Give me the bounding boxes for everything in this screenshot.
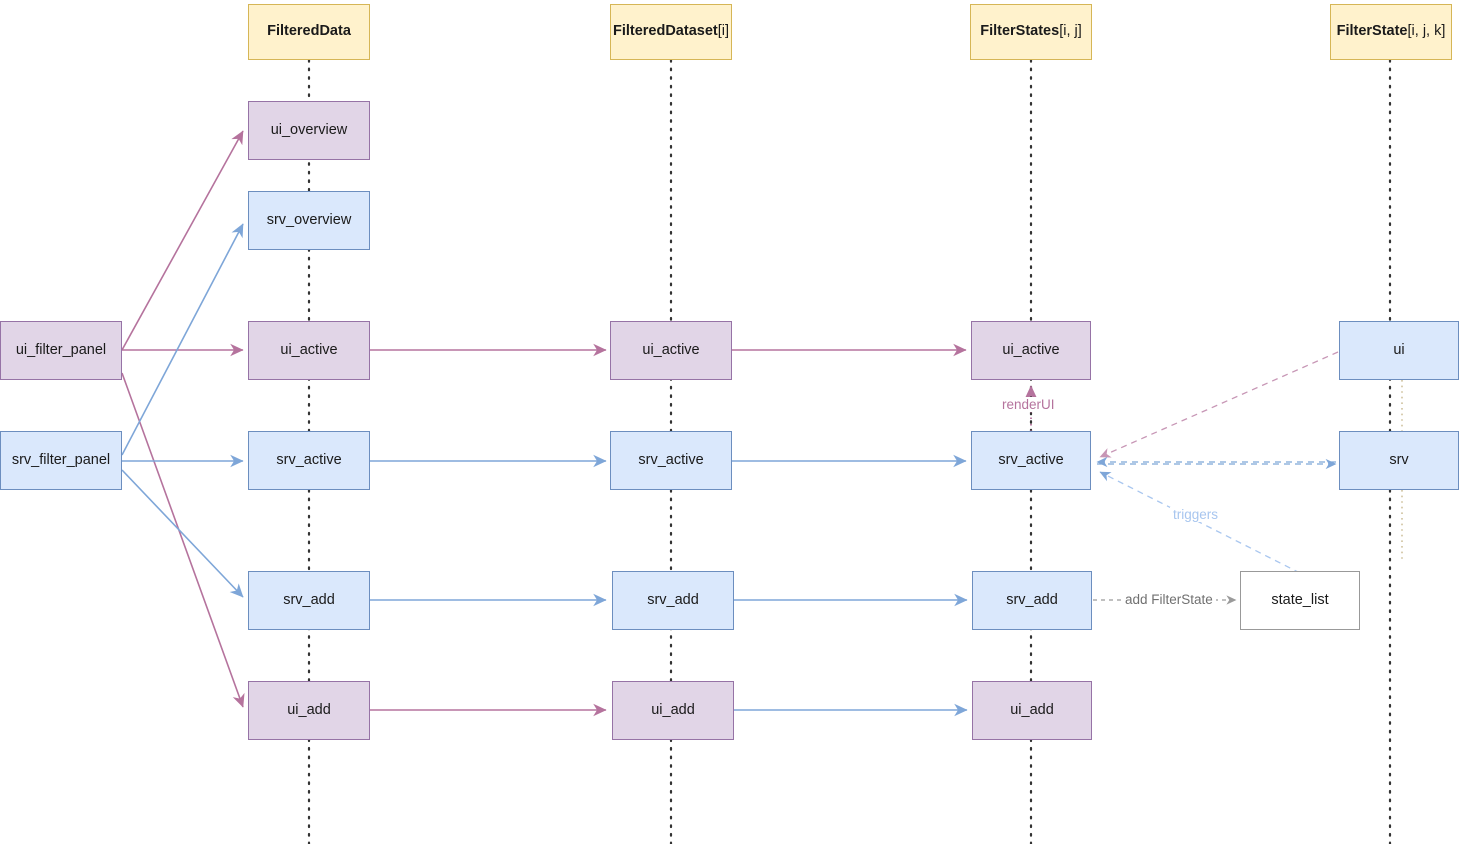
node-label: srv_active (276, 451, 342, 468)
node-label: ui_filter_panel (15, 341, 107, 358)
node-col2-srv-active[interactable]: srv_active (610, 431, 732, 490)
node-col3-srv-active[interactable]: srv_active (971, 431, 1091, 490)
node-label: srv_add (647, 591, 699, 608)
lifeline-header-filtereddataset[interactable]: FilteredDataset[i] (610, 4, 732, 60)
node-label: srv_add (1006, 591, 1058, 608)
node-col3-ui-add[interactable]: ui_add (972, 681, 1092, 740)
node-col1-ui-add[interactable]: ui_add (248, 681, 370, 740)
node-label: ui (1393, 341, 1405, 358)
node-col3-ui-active[interactable]: ui_active (971, 321, 1091, 380)
node-label: ui_active (642, 341, 700, 358)
edge-label-renderui: renderUI (999, 397, 1058, 412)
node-col3-srv-add[interactable]: srv_add (972, 571, 1092, 630)
header-index: [i, j, k] (1407, 23, 1446, 40)
node-label: srv_active (998, 451, 1064, 468)
node-label: srv (1389, 451, 1409, 468)
node-col1-ui-active[interactable]: ui_active (248, 321, 370, 380)
node-col4-srv[interactable]: srv (1339, 431, 1459, 490)
node-label: srv_add (283, 591, 335, 608)
node-label: ui_active (280, 341, 338, 358)
node-col2-ui-active[interactable]: ui_active (610, 321, 732, 380)
node-col2-ui-add[interactable]: ui_add (612, 681, 734, 740)
header-label: FilteredDataset (612, 23, 718, 40)
lifeline-header-filterstate[interactable]: FilterState[i, j, k] (1330, 4, 1452, 60)
node-col4-state-list[interactable]: state_list (1240, 571, 1360, 630)
node-ui-filter-panel[interactable]: ui_filter_panel (0, 321, 122, 380)
header-index: [i] (717, 23, 730, 40)
header-index: [i, j] (1059, 23, 1082, 40)
header-label: FilteredData (267, 23, 351, 40)
node-srv-filter-panel[interactable]: srv_filter_panel (0, 431, 122, 490)
node-col1-ui-overview[interactable]: ui_overview (248, 101, 370, 160)
node-label: ui_add (651, 701, 695, 718)
node-col1-srv-overview[interactable]: srv_overview (248, 191, 370, 250)
node-label: srv_filter_panel (11, 451, 111, 468)
node-label: ui_add (287, 701, 331, 718)
lifeline-header-filterstates[interactable]: FilterStates[i, j] (970, 4, 1092, 60)
header-label: FilterState (1336, 23, 1408, 40)
node-label: ui_active (1002, 341, 1060, 358)
lifeline-header-filtereddata[interactable]: FilteredData (248, 4, 370, 60)
node-col1-srv-add[interactable]: srv_add (248, 571, 370, 630)
node-col2-srv-add[interactable]: srv_add (612, 571, 734, 630)
node-label: srv_active (638, 451, 704, 468)
edge-label-text: add FilterState (1125, 592, 1213, 607)
node-label: state_list (1271, 591, 1329, 608)
node-col1-srv-active[interactable]: srv_active (248, 431, 370, 490)
edge-label-text: triggers (1173, 507, 1219, 522)
edge-label-triggers: triggers (1170, 507, 1222, 522)
edge-label-add-filterstate: add FilterState (1122, 592, 1216, 607)
node-col4-ui[interactable]: ui (1339, 321, 1459, 380)
header-label: FilterStates (980, 23, 1060, 40)
edge-label-text: renderUI (1002, 397, 1055, 412)
node-label: ui_overview (270, 121, 348, 138)
node-label: srv_overview (266, 211, 352, 228)
node-label: ui_add (1010, 701, 1054, 718)
